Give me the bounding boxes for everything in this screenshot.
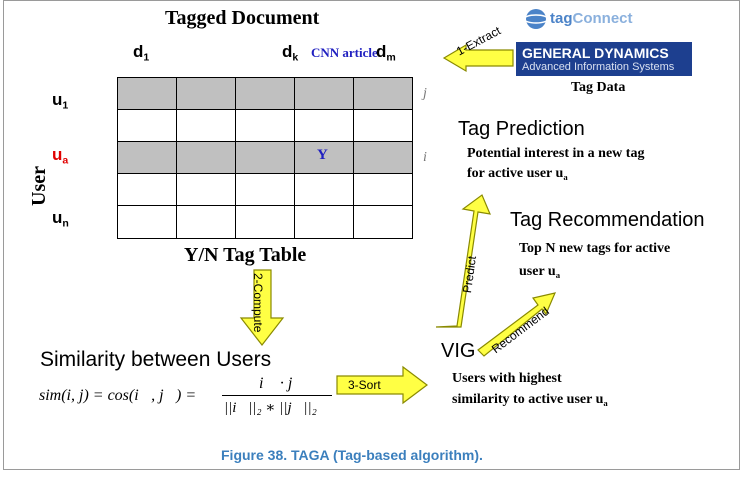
table-cell [176,173,236,206]
sort-label: 3-Sort [348,378,381,392]
tag-prediction-title: Tag Prediction [458,118,585,140]
similarity-title: Similarity between Users [40,348,272,371]
general-dynamics-logo: GENERAL DYNAMICS Advanced Information Sy… [516,42,692,76]
table-cell [176,141,236,174]
tag-recommendation-line1: Top N new tags for active [519,241,671,256]
col-header-dm: dm [376,42,396,64]
table-cell [353,77,413,110]
table-cell [117,205,177,239]
similarity-formula-numerator: i⃗ · j⃗ [259,375,305,392]
col-header-dk: dk [282,42,299,64]
predict-arrow [435,194,491,328]
table-cell [235,141,295,174]
tag-prediction-line1: Potential interest in a new tag [467,146,645,161]
y-mark: Y [317,147,328,163]
table-caption: Y/N Tag Table [184,244,307,266]
table-cell [353,173,413,206]
table-cell [294,109,354,142]
table-cell [353,109,413,142]
row-header-u1: u1 [52,90,69,112]
vector-i-label: i⃗ [423,150,438,165]
vig-line1: Users with highest [452,371,562,386]
cnn-article-label: CNN article [311,45,378,60]
row-header-un: un [52,208,69,230]
col-header-d1: d1 [133,42,150,64]
table-cell [235,109,295,142]
compute-arrow [239,269,285,346]
table-cell [235,205,295,239]
tag-data-label: Tag Data [571,80,626,95]
table-cell [176,77,236,110]
table-cell [117,77,177,110]
table-cell [117,173,177,206]
table-cell-y: Y [294,141,354,174]
table-cell [176,205,236,239]
fraction-bar [222,395,332,396]
recommend-arrow [477,292,557,357]
vig-title: VIG [441,340,476,362]
table-cell [353,141,413,174]
similarity-formula-denominator: ||i⃗||₂ ∗ ||j⃗||₂ [224,400,317,416]
tag-recommendation-line2: user ua [519,264,561,281]
sort-arrow [336,365,428,405]
vig-line2: similarity to active user ua [452,392,608,409]
table-cell [294,173,354,206]
user-axis-label: User [28,166,50,206]
globe-icon [526,9,546,29]
table-title: Tagged Document [165,7,320,29]
compute-label: 2-Compute [251,273,265,333]
tag-recommendation-title: Tag Recommendation [510,209,705,231]
vector-j-label: j⃗ [423,86,438,101]
table-cell [117,141,177,174]
tag-table: Y [117,77,414,239]
table-cell [117,109,177,142]
extract-arrow [442,43,514,73]
row-header-ua: ua [52,145,69,167]
similarity-formula-lhs: sim(i, j) = cos(i⃗, j⃗) = [39,387,197,404]
figure-caption: Figure 38. TAGA (Tag-based algorithm). [221,447,483,463]
table-cell [235,173,295,206]
tag-prediction-line2: for active user ua [467,166,568,183]
table-cell [353,205,413,239]
table-cell [235,77,295,110]
table-cell [176,109,236,142]
table-cell [294,205,354,239]
tagconnect-logo: tagConnect [550,10,633,27]
table-cell [294,77,354,110]
